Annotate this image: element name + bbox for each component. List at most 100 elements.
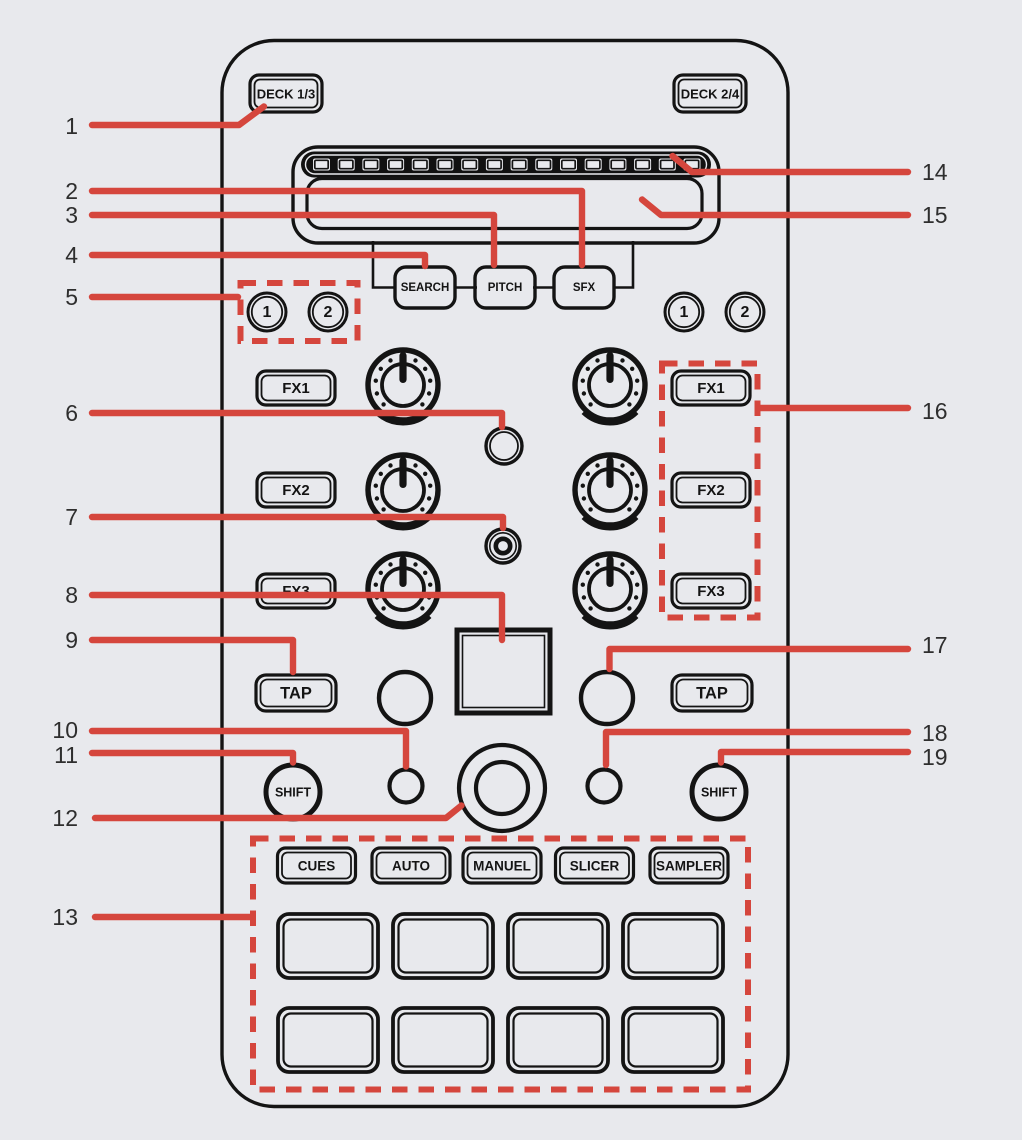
led-segment [534, 157, 554, 172]
fx3-button-right-label: FX3 [697, 583, 725, 600]
led-segment [633, 157, 652, 172]
callout-line-1 [88, 103, 268, 129]
controller-body [220, 38, 790, 1109]
fx1-button-left-label: FX1 [282, 380, 310, 397]
led-segment [312, 157, 331, 172]
deck-1-3-label: DECK 1/3 [257, 87, 316, 102]
performance-pad-1[interactable] [276, 912, 380, 980]
led-segment [509, 157, 529, 172]
shift-button-right-label: SHIFT [701, 786, 737, 800]
callout-group-pads [250, 835, 751, 1093]
performance-pad-7[interactable] [506, 1006, 610, 1074]
callout-line-6 [88, 409, 506, 431]
touch-strip[interactable] [305, 176, 704, 231]
large-round-button-right[interactable] [581, 672, 633, 724]
callout-label-7: 7 [65, 504, 78, 530]
callout-label-18: 18 [922, 720, 948, 746]
callout-label-6: 6 [65, 400, 78, 426]
callout-line-8 [88, 591, 506, 644]
large-round-button-left[interactable] [379, 672, 431, 724]
performance-pad-6[interactable] [391, 1006, 495, 1074]
fx-knob-3-right[interactable] [575, 554, 645, 626]
callout-label-10: 10 [52, 717, 78, 743]
pitch-button-label: PITCH [488, 282, 523, 294]
callout-line-18 [602, 728, 912, 769]
led-segment [583, 157, 603, 172]
callout-label-4: 4 [65, 242, 78, 268]
small-round-button-right[interactable] [588, 770, 621, 803]
tap-button-left-label: TAP [280, 685, 312, 703]
manuel-mode-label: MANUEL [473, 859, 531, 874]
center-round-button-upper[interactable] [484, 426, 524, 466]
fx-knob-2-right[interactable] [575, 455, 645, 527]
number-button-2-left-label: 2 [324, 304, 333, 321]
led-segment [410, 157, 430, 172]
cues-mode-label: CUES [298, 859, 336, 874]
small-round-button-left[interactable] [390, 770, 423, 803]
callout-label-19: 19 [922, 744, 948, 770]
led-segment [386, 157, 405, 172]
fx-knob-1-right[interactable] [575, 350, 645, 422]
performance-pad-8[interactable] [621, 1006, 725, 1074]
browse-knob[interactable] [459, 745, 545, 831]
performance-pad-4[interactable] [621, 912, 725, 980]
callout-label-2: 2 [65, 178, 78, 204]
fx2-button-left-label: FX2 [282, 482, 310, 499]
callout-line-10 [88, 727, 410, 770]
callout-label-12: 12 [52, 805, 78, 831]
callout-line-17 [606, 645, 912, 673]
number-button-2-right-label: 2 [741, 304, 750, 321]
sfx-button-label: SFX [573, 282, 596, 294]
auto-mode-label: AUTO [392, 859, 430, 874]
callout-label-16: 16 [922, 398, 948, 424]
led-segment [435, 157, 455, 172]
slicer-mode-label: SLICER [570, 859, 620, 874]
callout-line-9 [88, 636, 297, 676]
fx1-button-right-label: FX1 [697, 380, 725, 397]
callout-label-9: 9 [65, 627, 78, 653]
callout-label-8: 8 [65, 582, 78, 608]
callout-line-19 [717, 748, 912, 766]
callout-label-15: 15 [922, 202, 948, 228]
sampler-mode-label: SAMPLER [656, 859, 722, 874]
callout-label-17: 17 [922, 632, 948, 658]
callout-label-14: 14 [922, 159, 948, 185]
shift-button-left-label: SHIFT [275, 786, 311, 800]
callout-label-11: 11 [54, 742, 78, 768]
deck-2-4-label: DECK 2/4 [681, 87, 740, 102]
strip-housing [291, 145, 721, 245]
number-button-1-right-label: 1 [680, 304, 689, 321]
callout-line-12 [91, 802, 465, 822]
center-led-indicator [486, 529, 520, 563]
callout-group-fx-buttons [659, 360, 761, 621]
led-segment [361, 157, 381, 172]
number-button-1-left-label: 1 [263, 304, 272, 321]
performance-pad-5[interactable] [276, 1006, 380, 1074]
callout-label-1: 1 [65, 113, 78, 139]
performance-pad-2[interactable] [391, 912, 495, 980]
callout-line-3 [88, 211, 498, 269]
display-window-inner [461, 634, 546, 709]
led-meter [301, 151, 711, 178]
callout-line-4 [88, 251, 429, 270]
callout-group-number-buttons [237, 280, 361, 344]
callout-line-2 [88, 187, 586, 269]
led-segment [559, 157, 578, 172]
performance-pad-3[interactable] [506, 912, 610, 980]
fx-knob-3-left[interactable] [368, 554, 438, 626]
led-segment [460, 157, 480, 172]
led-meter-groove [304, 154, 708, 175]
callout-label-13: 13 [52, 904, 78, 930]
tap-button-right-label: TAP [696, 685, 728, 703]
led-segment [608, 157, 628, 172]
led-segment [336, 157, 356, 172]
callout-line-14 [669, 152, 912, 176]
search-button-label: SEARCH [401, 282, 450, 294]
fx2-button-right-label: FX2 [697, 482, 725, 499]
callout-line-11 [88, 749, 297, 766]
callout-label-5: 5 [65, 284, 78, 310]
led-segment [485, 157, 504, 172]
callout-line-15 [638, 196, 912, 219]
